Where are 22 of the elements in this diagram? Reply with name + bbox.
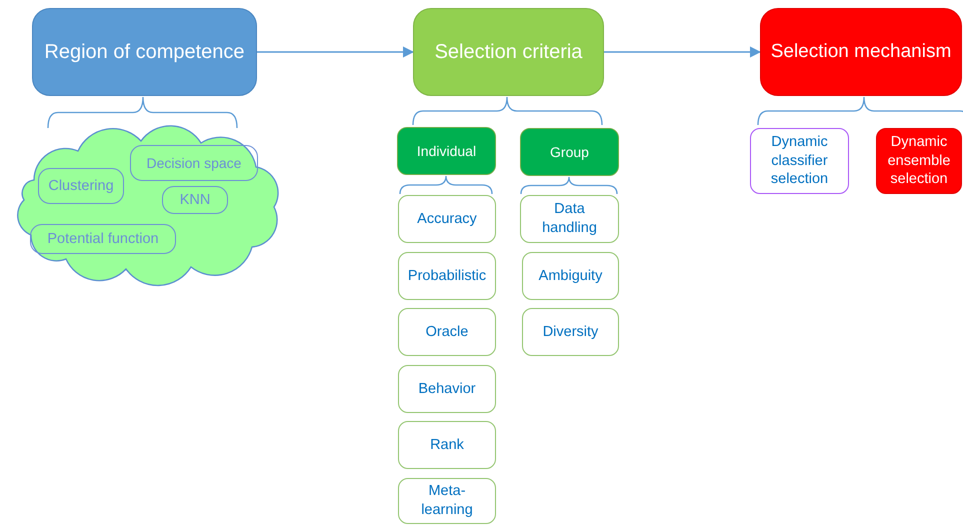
criterion-box: Ambiguity <box>522 252 619 300</box>
category-box: Individual <box>397 127 496 175</box>
term-box: Decision space <box>130 145 258 181</box>
criterion-box: Rank <box>398 421 496 469</box>
term-box: Clustering <box>38 168 124 204</box>
method-box: Dynamic ensemble selection <box>876 128 962 194</box>
criterion-box: Meta-learning <box>398 478 496 524</box>
criterion-box: Accuracy <box>398 195 496 243</box>
criterion-box: Diversity <box>522 308 619 356</box>
process-box: Selection criteria <box>413 8 604 96</box>
arrow <box>604 46 762 58</box>
arrow <box>257 46 414 58</box>
criterion-box: Behavior <box>398 365 496 413</box>
term-box: KNN <box>162 186 228 214</box>
criterion-box: Oracle <box>398 308 496 356</box>
term-box: Potential function <box>30 224 176 254</box>
criterion-box: Data handling <box>520 195 619 243</box>
method-box: Dynamic classifier selection <box>750 128 849 194</box>
process-box: Region of competence <box>32 8 257 96</box>
criterion-box: Probabilistic <box>398 252 496 300</box>
category-box: Group <box>520 128 619 176</box>
process-box: Selection mechanism <box>760 8 962 96</box>
